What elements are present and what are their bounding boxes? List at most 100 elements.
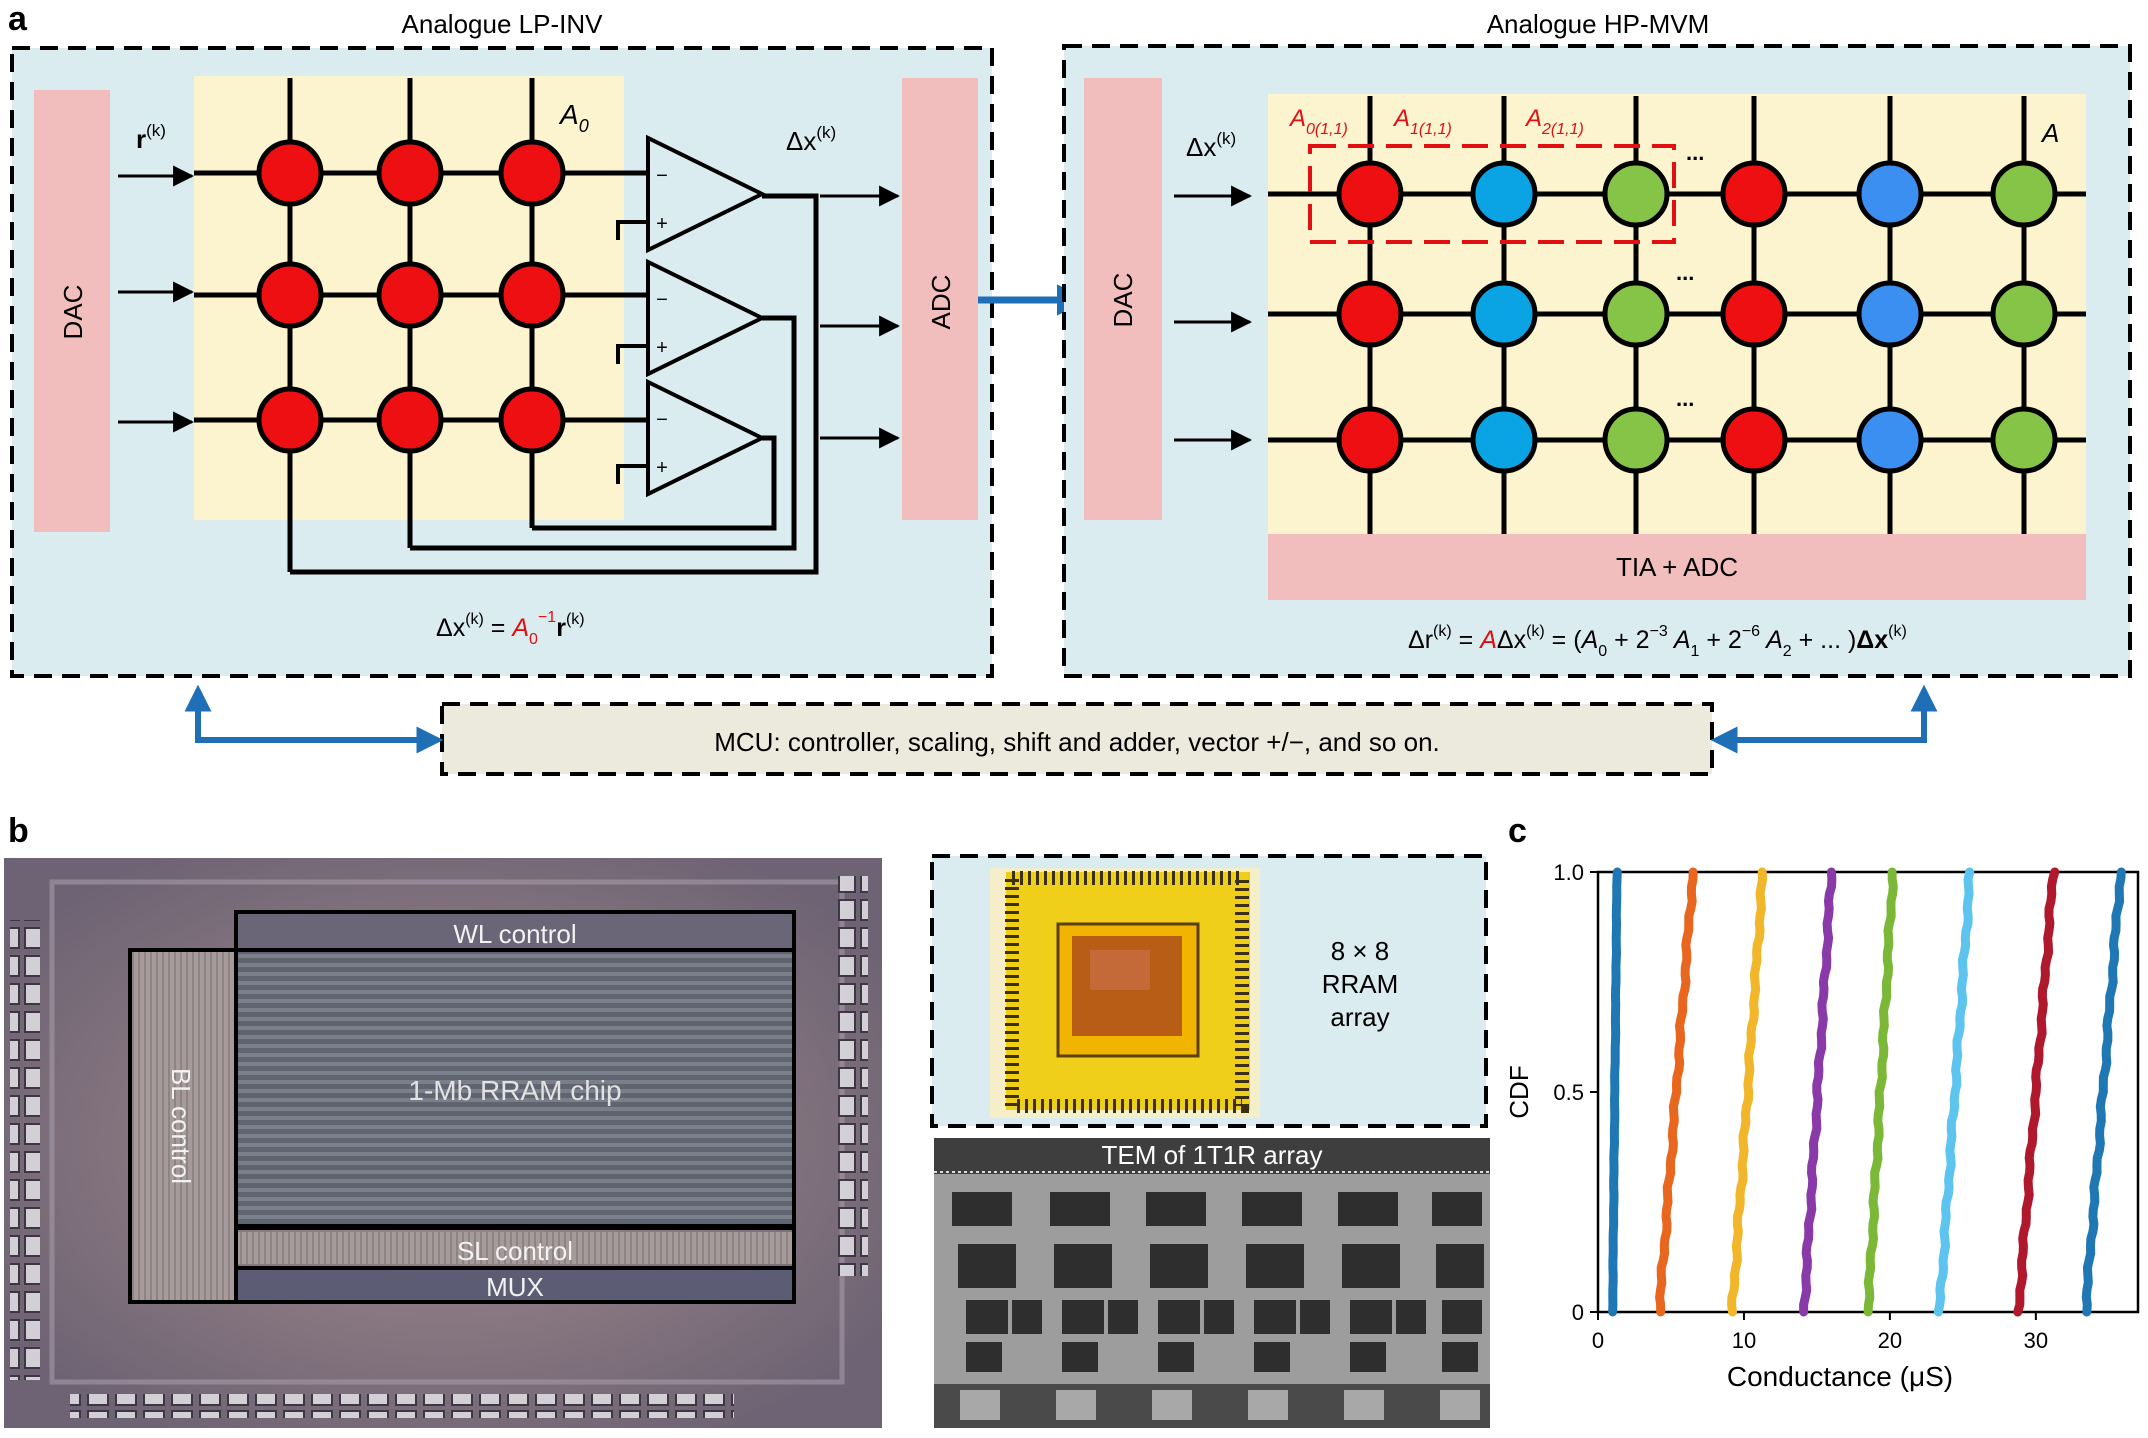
amp1-minus: − (656, 165, 668, 187)
hp-matrix-label: A (2040, 118, 2059, 148)
x-axis-title: Conductance (μS) (1727, 1361, 1953, 1392)
hp-cell-2-5 (1856, 280, 1924, 348)
hp-dac-block (1084, 78, 1162, 520)
tem-image: TEM of 1T1R array (934, 1138, 1490, 1428)
mux-block (234, 1266, 796, 1304)
amp3-minus: − (656, 409, 668, 431)
wl-control-label: WL control (453, 919, 576, 949)
tia-adc-label: TIA + ADC (1616, 552, 1738, 582)
lp-cell-2-1 (256, 261, 324, 329)
hp-mvm-panel: Analogue HP-MVM DAC TIA + ADC Δx(k) A0(1… (1062, 9, 2132, 678)
package-label-line3: array (1330, 1002, 1389, 1032)
lp-cell-3-2 (376, 386, 444, 454)
amp3-plus: + (656, 457, 668, 479)
lp-inv-title: Analogue LP-INV (402, 9, 604, 39)
mux-label: MUX (486, 1272, 544, 1302)
hp-mvm-title: Analogue HP-MVM (1487, 9, 1710, 39)
conductance-cdf-chart: 0 10 20 30 0 0.5 1.0 Conductance (μS) CDF (1504, 860, 2140, 1392)
cdf-series-3 (1727, 867, 1768, 1317)
y-tick-label: 0.5 (1553, 1080, 1584, 1105)
rram-core-label: 1-Mb RRAM chip (408, 1075, 621, 1106)
lp-cell-2-2 (376, 261, 444, 329)
lp-cell-3-1 (256, 386, 324, 454)
hp-cell-3-1 (1336, 406, 1404, 474)
lp-matrix-label: A0 (558, 99, 589, 136)
lp-adc-label: ADC (926, 275, 956, 330)
hp-cell-1-1 (1336, 160, 1404, 228)
hp-cell-1-4 (1720, 160, 1788, 228)
lp-cell-1-2 (376, 139, 444, 207)
y-tick-label: 1.0 (1553, 860, 1584, 885)
hp-cell-2-6 (1990, 280, 2058, 348)
hp-equation: Δr(k) = AΔx(k) = (A0 + 2−3 A1 + 2−6 A2 +… (1408, 623, 1907, 660)
hp-cell-1-3 (1602, 160, 1670, 228)
package-label-line1: 8 × 8 (1331, 936, 1390, 966)
tem-title: TEM of 1T1R array (1101, 1140, 1322, 1170)
hp-cell-3-3 (1602, 406, 1670, 474)
lp-cell-1-1 (256, 139, 324, 207)
x-tick-label: 0 (1592, 1328, 1604, 1353)
panel-label-a: a (8, 0, 28, 38)
ellipsis-row3: ... (1676, 386, 1694, 411)
bl-control-label: BL control (166, 1068, 196, 1184)
hp-dac-label: DAC (1108, 273, 1138, 328)
ellipsis-row1: ... (1686, 140, 1704, 165)
cdf-series-5 (1863, 867, 1898, 1317)
mcu-link-right (1710, 684, 1938, 754)
hp-cell-1-5 (1856, 160, 1924, 228)
lp-output-label: Δx(k) (786, 123, 836, 156)
cdf-series-4 (1799, 867, 1837, 1317)
hp-cell-2-2 (1470, 280, 1538, 348)
lp-inv-panel: Analogue LP-INV DAC ADC r(k) (10, 9, 994, 678)
hp-cell-1-2 (1470, 160, 1538, 228)
hp-cell-3-6 (1990, 406, 2058, 474)
cdf-series-7 (2013, 867, 2060, 1317)
cdf-series-2 (1655, 867, 1698, 1317)
x-tick-label: 20 (1878, 1328, 1902, 1353)
hp-cell-2-4 (1720, 280, 1788, 348)
panel-label-c: c (1508, 812, 1527, 850)
cdf-series-1 (1608, 867, 1622, 1317)
rram-chip-micrograph: WL control 1-Mb RRAM chip BL control SL … (4, 858, 882, 1428)
ellipsis-row2: ... (1676, 260, 1694, 285)
amp1-plus: + (656, 213, 668, 235)
chart-series-group (1608, 867, 2126, 1317)
mcu-label: MCU: controller, scaling, shift and adde… (714, 727, 1440, 757)
amp2-plus: + (656, 337, 668, 359)
cdf-series-8 (2081, 867, 2126, 1317)
package-panel: 8 × 8 RRAM array (930, 854, 1488, 1128)
col-label-a0: A0(1,1) (1288, 105, 1348, 138)
panel-label-b: b (8, 812, 29, 850)
y-axis-title: CDF (1504, 1065, 1534, 1118)
chart-ticks-group: 0 10 20 30 0 0.5 1.0 (1553, 860, 2048, 1353)
lp-equation: Δx(k) = A0−1r(k) (436, 609, 585, 648)
lp-cell-1-3 (498, 139, 566, 207)
lp-dac-block (34, 90, 110, 532)
tia-adc-block (1268, 534, 2086, 600)
hp-cell-2-1 (1336, 280, 1404, 348)
mcu-block: MCU: controller, scaling, shift and adde… (440, 702, 1714, 776)
x-tick-label: 10 (1732, 1328, 1756, 1353)
hp-cell-1-6 (1990, 160, 2058, 228)
lp-cell-2-3 (498, 261, 566, 329)
hp-input-label: Δx(k) (1186, 129, 1236, 162)
hp-cell-3-5 (1856, 406, 1924, 474)
lp-input-label: r(k) (136, 121, 166, 154)
lp-dac-label: DAC (58, 285, 88, 340)
col-label-a1: A1(1,1) (1392, 105, 1452, 138)
sl-control-label: SL control (457, 1236, 573, 1266)
mcu-link-left (184, 684, 444, 754)
cdf-series-6 (1933, 867, 1975, 1317)
bl-control-block (128, 948, 238, 1304)
amp2-minus: − (656, 289, 668, 311)
package-label-line2: RRAM (1322, 969, 1399, 999)
hp-cell-2-3 (1602, 280, 1670, 348)
col-label-a2: A2(1,1) (1524, 105, 1584, 138)
lp-cell-3-3 (498, 386, 566, 454)
lp-adc-block (902, 78, 978, 520)
y-tick-label: 0 (1572, 1300, 1584, 1325)
hp-cell-3-4 (1720, 406, 1788, 474)
hp-cell-3-2 (1470, 406, 1538, 474)
x-tick-label: 30 (2024, 1328, 2048, 1353)
